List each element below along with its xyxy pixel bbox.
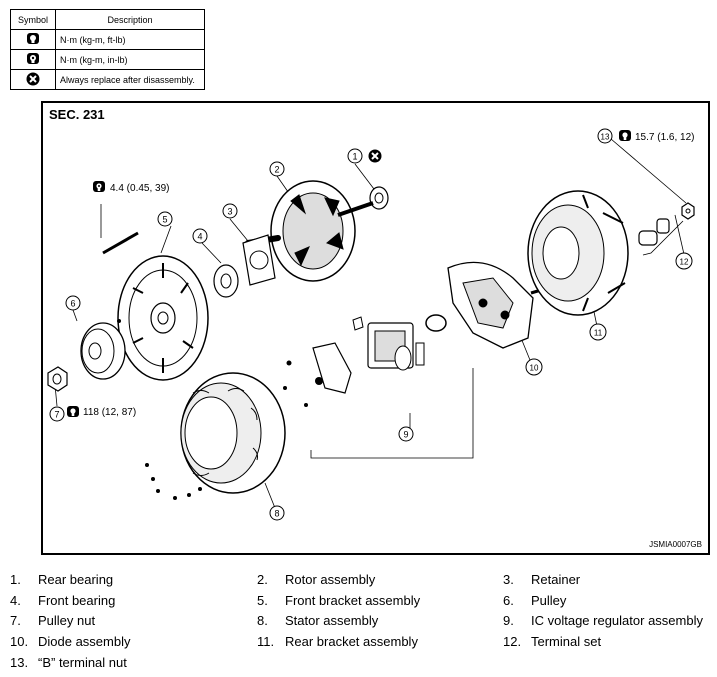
callout-2: 2 <box>274 165 279 175</box>
callout-9: 9 <box>403 430 408 440</box>
parts-row: 4.Front bearing 5.Front bracket assembly… <box>10 592 567 608</box>
rear-bracket-assembly-drawing <box>527 190 629 316</box>
legend-row: Always replace after disassembly. <box>10 69 205 90</box>
torque-wrench-inlb-icon <box>27 53 39 64</box>
callout-1: 1 <box>352 152 357 162</box>
legend-header-symbol: Symbol <box>10 9 56 30</box>
alternator-exploded-diagram: 1 2 3 4 5 6 7 8 9 10 11 12 13 <box>47 128 695 521</box>
front-bracket-assembly-drawing <box>117 255 209 381</box>
pulley-nut-drawing <box>47 366 68 392</box>
rotor-assembly-drawing <box>245 180 374 282</box>
callout-3: 3 <box>227 207 232 217</box>
section-label: SEC. 231 <box>49 107 105 122</box>
parts-row: 7.Pulley nut 8.Stator assembly 9.IC volt… <box>10 613 703 629</box>
terminal-set-drawing <box>638 218 670 246</box>
snap-ring-drawing <box>425 314 447 332</box>
legend-row: N·m (kg-m, ft-lb) <box>10 29 205 50</box>
torque-spec-b-terminal: 15.7 (1.6, 12) <box>635 132 694 143</box>
front-bearing-drawing <box>213 264 239 298</box>
legend-header-description: Description <box>55 9 205 30</box>
parts-row: 1.Rear bearing 2.Rotor assembly 3.Retain… <box>10 572 581 587</box>
callout-7: 7 <box>54 410 59 420</box>
pulley-drawing <box>80 322 126 380</box>
callout-8: 8 <box>274 509 279 519</box>
legend-description: N·m (kg-m, in-lb) <box>55 49 205 70</box>
screws-drawing <box>117 319 323 500</box>
torque-wrench-inlb-icon <box>93 181 105 192</box>
callout-4: 4 <box>197 232 202 242</box>
legend-description: N·m (kg-m, ft-lb) <box>55 29 205 50</box>
callout-12: 12 <box>680 258 689 267</box>
always-replace-icon <box>368 149 382 163</box>
stator-assembly-drawing <box>180 372 286 494</box>
torque-spec-pulley-nut: 118 (12, 87) <box>83 407 136 418</box>
always-replace-icon <box>26 72 40 85</box>
symbol-legend-table: Symbol Description N·m (kg-m, ft-lb) N·m… <box>10 9 205 90</box>
through-bolt-drawing <box>102 231 139 255</box>
rear-bearing-drawing <box>369 186 389 210</box>
parts-list: 1.Rear bearing 2.Rotor assembly 3.Retain… <box>10 572 710 675</box>
torque-spec-front-bracket: 4.4 (0.45, 39) <box>110 183 169 194</box>
callout-10: 10 <box>530 364 539 373</box>
callout-11: 11 <box>594 329 603 338</box>
parts-row: 13.“B” terminal nut <box>10 654 127 670</box>
b-terminal-nut-drawing <box>681 202 695 220</box>
figure-code: JSMIA0007GB <box>649 540 702 549</box>
ic-voltage-regulator-drawing <box>312 316 425 394</box>
callout-6: 6 <box>70 299 75 309</box>
torque-wrench-ftlb-icon <box>619 130 631 141</box>
parts-row: 10.Diode assembly 11.Rear bracket assemb… <box>10 634 602 650</box>
callout-5: 5 <box>162 215 167 225</box>
torque-wrench-ftlb-icon <box>27 33 39 44</box>
exploded-view-frame: SEC. 231 JSMIA0007GB <box>41 101 710 555</box>
legend-description: Always replace after disassembly. <box>55 69 205 90</box>
retainer-drawing <box>242 234 276 286</box>
legend-row: N·m (kg-m, in-lb) <box>10 49 205 70</box>
torque-wrench-ftlb-icon <box>67 406 79 417</box>
legend-header-row: Symbol Description <box>10 9 205 30</box>
diode-assembly-drawing <box>447 261 549 349</box>
callout-13: 13 <box>601 133 610 142</box>
